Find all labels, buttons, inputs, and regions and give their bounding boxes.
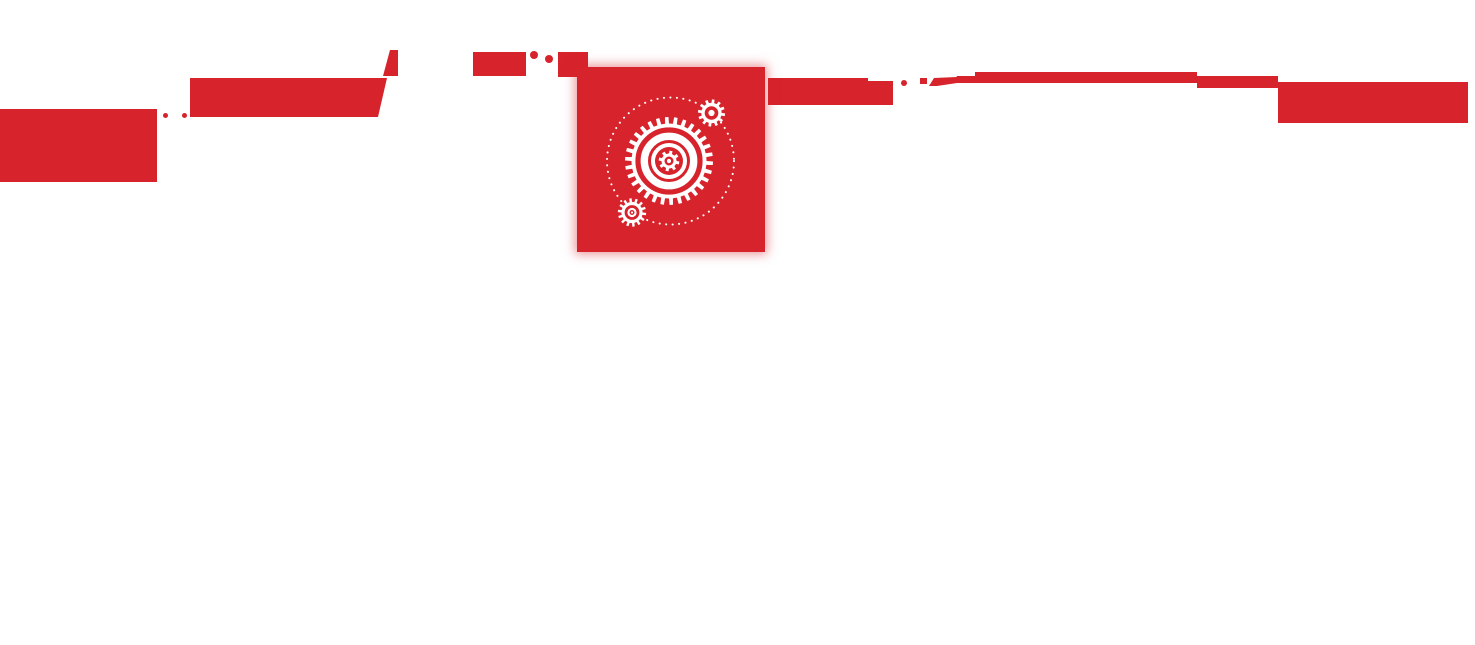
gear-top-right-icon (697, 99, 726, 127)
dot-5 (900, 79, 908, 87)
orbit-dotted-circle (606, 96, 735, 226)
block-right (1278, 82, 1468, 123)
block-thin-line (953, 72, 1197, 83)
block-left (0, 109, 157, 182)
block-bar-right (768, 78, 893, 105)
dot-2 (181, 113, 187, 118)
block-small-1 (473, 52, 526, 76)
block-bar-left (190, 78, 387, 117)
block-squiggle-2 (929, 77, 957, 86)
block-squiggle-1 (920, 78, 927, 84)
dot-1 (162, 112, 168, 118)
gears-emblem (577, 67, 765, 252)
gear-main-icon (625, 117, 713, 205)
gears-icon (606, 96, 735, 227)
gear-bottom-left-icon (617, 198, 647, 227)
dot-4 (545, 54, 553, 63)
block-mid-segment (1197, 76, 1278, 88)
dot-3 (530, 51, 538, 59)
block-bar-cap (383, 50, 398, 76)
